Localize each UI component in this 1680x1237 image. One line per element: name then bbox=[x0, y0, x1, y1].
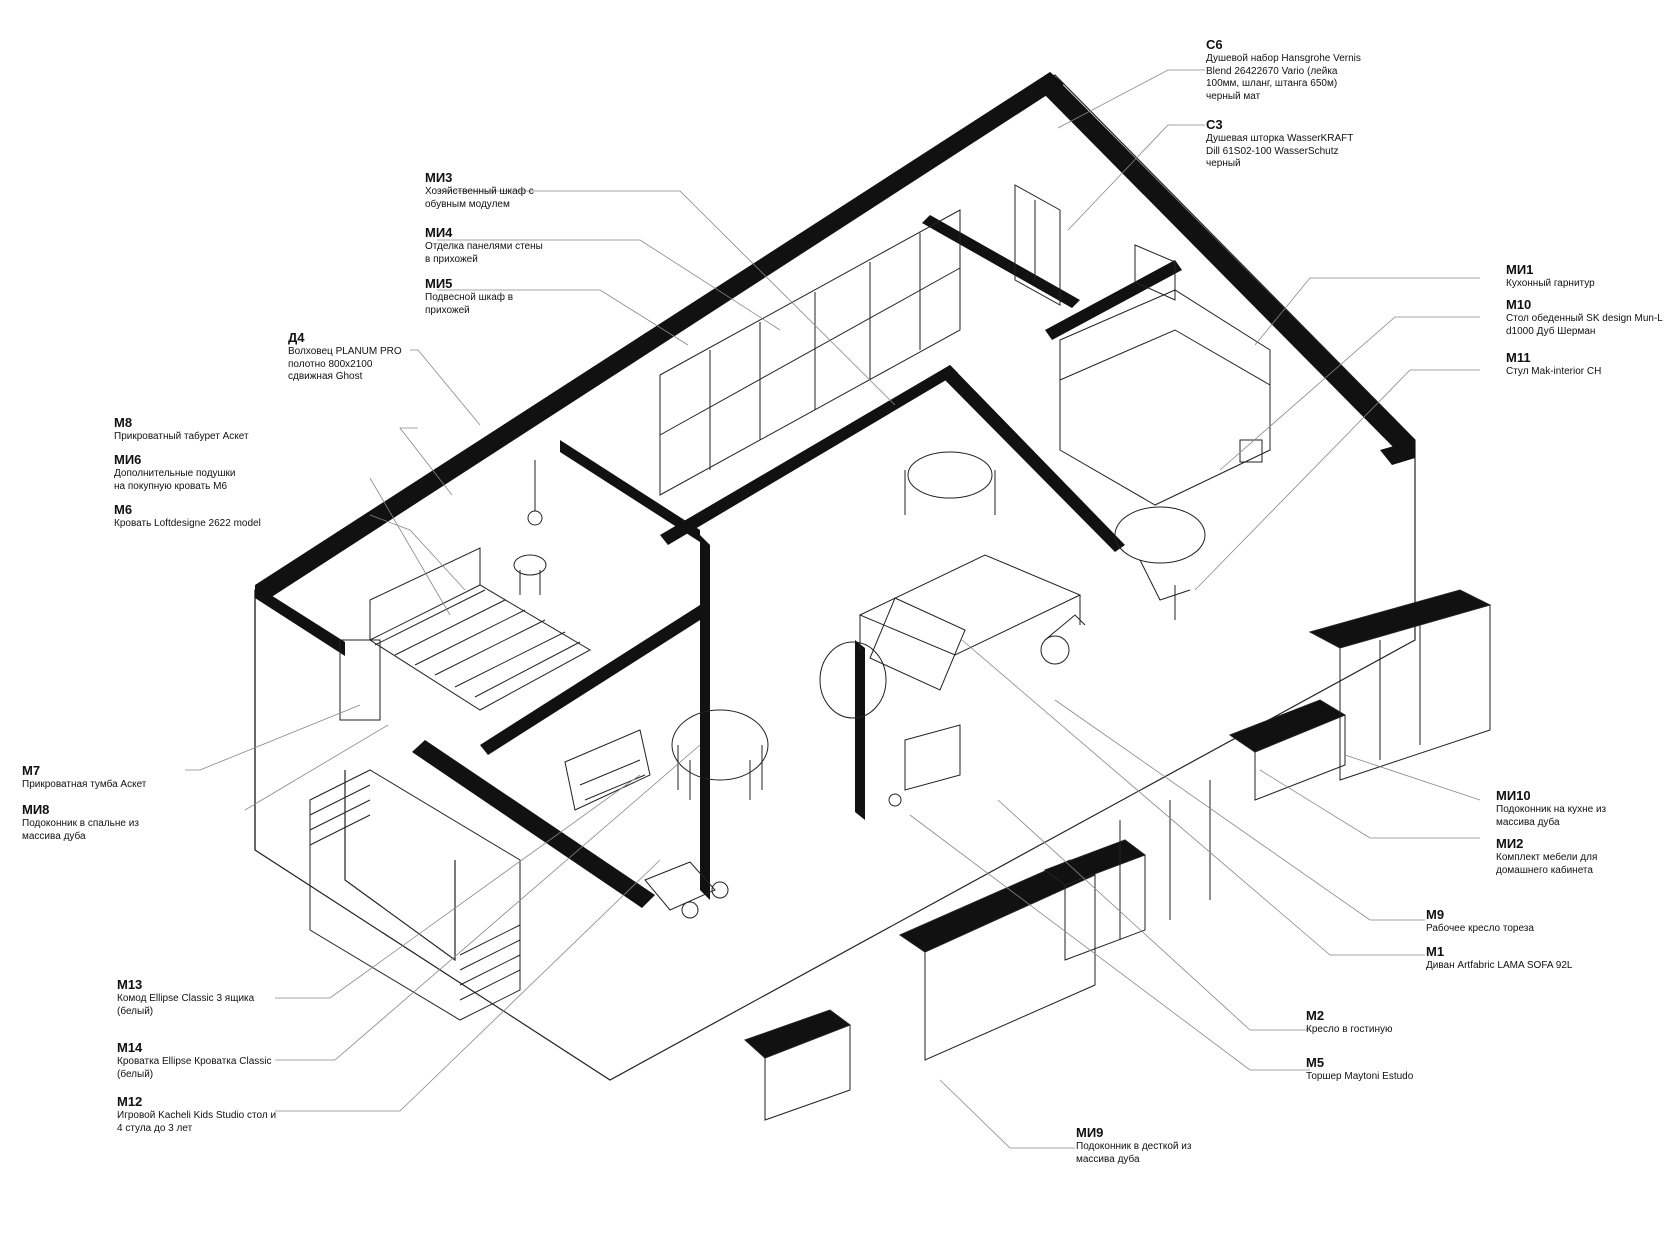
living-furniture bbox=[819, 451, 1086, 807]
label-text: Отделка панелями стены в прихожей bbox=[425, 241, 543, 265]
label-text: Комплект мебели для домашнего кабинета bbox=[1496, 852, 1598, 876]
label-mi2: МИ2 Комплект мебели для домашнего кабине… bbox=[1496, 836, 1597, 877]
exterior-walls bbox=[255, 72, 1415, 656]
label-mi10: МИ10 Подоконник на кухне из массива дуба bbox=[1496, 788, 1606, 829]
label-m11: М11 Стул Mak-interior CH bbox=[1506, 350, 1601, 379]
label-text: Комод Ellipse Classic 3 ящика (белый) bbox=[117, 993, 255, 1017]
floor-outline bbox=[254, 74, 1416, 1081]
label-text: Прикроватная тумба Аскет bbox=[22, 779, 147, 790]
label-m2: М2 Кресло в гостиную bbox=[1306, 1008, 1393, 1037]
interior-walls bbox=[412, 215, 1182, 908]
label-m8: М8 Прикроватный табурет Аскет bbox=[114, 415, 249, 444]
label-code: МИ1 bbox=[1506, 262, 1534, 277]
label-code: МИ9 bbox=[1076, 1125, 1104, 1140]
label-text: Стол обеденный SK design Mun-L d1000 Дуб… bbox=[1506, 313, 1663, 337]
label-d4: Д4 Волховец PLANUM PRO полотно 800х2100 … bbox=[288, 330, 402, 384]
label-code: МИ10 bbox=[1496, 788, 1531, 803]
label-c3: С3 Душевая шторка WasserKRAFT Dill 61S02… bbox=[1206, 117, 1353, 171]
label-code: М13 bbox=[117, 977, 143, 992]
label-mi9: МИ9 Подоконник в десткой из массива дуба bbox=[1076, 1125, 1191, 1166]
label-code: М8 bbox=[114, 415, 133, 430]
label-code: МИ2 bbox=[1496, 836, 1524, 851]
label-mi5: МИ5 Подвесной шкаф в прихожей bbox=[425, 276, 513, 317]
label-text: Диван Artfabric LAMA SOFA 92L bbox=[1426, 960, 1573, 971]
label-text: Кровать Loftdesigne 2622 model bbox=[114, 518, 261, 529]
label-mi8: МИ8 Подоконник в спальне из массива дуба bbox=[22, 802, 139, 843]
label-code: МИ5 bbox=[425, 276, 453, 291]
label-text: Торшер Maytoni Estudo bbox=[1306, 1071, 1414, 1082]
label-text: Кроватка Ellipse Кроватка Classic (белый… bbox=[117, 1056, 272, 1080]
label-text: Игровой Kacheli Kids Studio стол и 4 сту… bbox=[117, 1110, 277, 1134]
label-text: Рабочее кресло тореза bbox=[1426, 923, 1534, 934]
nursery-furniture bbox=[564, 709, 769, 919]
label-code: С3 bbox=[1206, 117, 1223, 132]
label-mi4: МИ4 Отделка панелями стены в прихожей bbox=[425, 225, 543, 266]
label-text: Душевой набор Hansgrohe Vernis Blend 264… bbox=[1206, 53, 1361, 102]
label-m5: М5 Торшер Maytoni Estudo bbox=[1306, 1055, 1413, 1084]
label-text: Подоконник в спальне из массива дуба bbox=[22, 818, 139, 842]
label-code: М7 bbox=[22, 763, 41, 778]
label-mi6: МИ6 Дополнительные подушки на покупную к… bbox=[114, 452, 236, 493]
label-m7: М7 Прикроватная тумба Аскет bbox=[22, 763, 146, 792]
label-code: М14 bbox=[117, 1040, 143, 1055]
label-m6: М6 Кровать Loftdesigne 2622 model bbox=[114, 502, 261, 531]
label-mi1: МИ1 Кухонный гарнитур bbox=[1506, 262, 1595, 291]
label-text: Хозяйственный шкаф с обувным модулем bbox=[425, 186, 534, 210]
label-text: Кухонный гарнитур bbox=[1506, 278, 1595, 289]
label-text: Прикроватный табурет Аскет bbox=[114, 431, 249, 442]
leader-lines bbox=[185, 69, 1481, 1149]
label-text: Волховец PLANUM PRO полотно 800х2100 сдв… bbox=[288, 346, 402, 382]
hallway-cabinets bbox=[659, 209, 961, 496]
balcony bbox=[309, 769, 521, 1021]
label-text: Подоконник в десткой из массива дуба bbox=[1076, 1141, 1192, 1165]
label-text: Дополнительные подушки на покупную крова… bbox=[114, 468, 236, 492]
label-text: Кресло в гостиную bbox=[1306, 1024, 1393, 1035]
label-code: М1 bbox=[1426, 944, 1445, 959]
label-code: МИ4 bbox=[425, 225, 453, 240]
label-code: М12 bbox=[117, 1094, 143, 1109]
window-frames bbox=[764, 605, 1491, 1121]
label-code: М9 bbox=[1426, 907, 1445, 922]
label-code: МИ6 bbox=[114, 452, 142, 467]
label-code: М5 bbox=[1306, 1055, 1325, 1070]
kitchen-bath-furniture bbox=[1014, 184, 1271, 620]
label-text: Подвесной шкаф в прихожей bbox=[425, 292, 514, 316]
label-text: Стул Mak-interior CH bbox=[1506, 366, 1602, 377]
label-code: М6 bbox=[114, 502, 133, 517]
label-code: МИ3 bbox=[425, 170, 453, 185]
label-mi3: МИ3 Хозяйственный шкаф с обувным модулем bbox=[425, 170, 534, 211]
label-code: С6 bbox=[1206, 37, 1223, 52]
label-text: Подоконник на кухне из массива дуба bbox=[1496, 804, 1607, 828]
label-code: М2 bbox=[1306, 1008, 1325, 1023]
label-code: М10 bbox=[1506, 297, 1532, 312]
label-c6: С6 Душевой набор Hansgrohe Vernis Blend … bbox=[1206, 37, 1361, 103]
label-code: М11 bbox=[1506, 350, 1531, 365]
label-m14: М14 Кроватка Ellipse Кроватка Classic (б… bbox=[117, 1040, 271, 1081]
label-m13: М13 Комод Ellipse Classic 3 ящика (белый… bbox=[117, 977, 254, 1018]
label-m10: М10 Стол обеденный SK design Mun-L d1000… bbox=[1506, 297, 1663, 338]
label-text: Душевая шторка WasserKRAFT Dill 61S02-10… bbox=[1206, 133, 1354, 169]
label-m9: М9 Рабочее кресло тореза bbox=[1426, 907, 1534, 936]
label-code: МИ8 bbox=[22, 802, 50, 817]
label-m12: М12 Игровой Kacheli Kids Studio стол и 4… bbox=[117, 1094, 276, 1135]
label-code: Д4 bbox=[288, 330, 305, 345]
label-m1: М1 Диван Artfabric LAMA SOFA 92L bbox=[1426, 944, 1572, 973]
